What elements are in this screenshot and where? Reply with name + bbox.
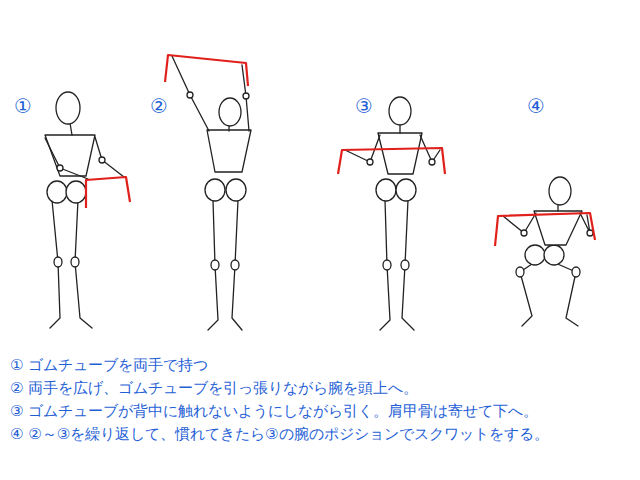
step-number: ① bbox=[14, 94, 32, 118]
instruction-text: ④ ②～③を繰り返して、慣れてきたら③の腕のポジションでスクワットをする。 bbox=[10, 425, 549, 443]
rubber-tube bbox=[495, 213, 595, 246]
mannequin-figure bbox=[45, 92, 124, 328]
mannequin-figure bbox=[172, 56, 251, 330]
step-number: ④ bbox=[527, 94, 545, 118]
step-number: ③ bbox=[355, 94, 373, 118]
instruction-text: ① ゴムチューブを両手で持つ bbox=[10, 356, 208, 374]
rubber-tube bbox=[338, 148, 445, 174]
instruction-text: ③ ゴムチューブが背中に触れないようにしながら引く。肩甲骨は寄せて下へ。 bbox=[10, 402, 538, 420]
instruction-text: ② 両手を広げ、ゴムチューブを引っ張りながら腕を頭上へ。 bbox=[10, 379, 418, 397]
mannequin-figure bbox=[345, 97, 440, 330]
mannequin-figure bbox=[503, 177, 593, 326]
step-number: ② bbox=[150, 94, 168, 118]
rubber-tube bbox=[165, 55, 248, 86]
rubber-tube bbox=[86, 177, 130, 208]
